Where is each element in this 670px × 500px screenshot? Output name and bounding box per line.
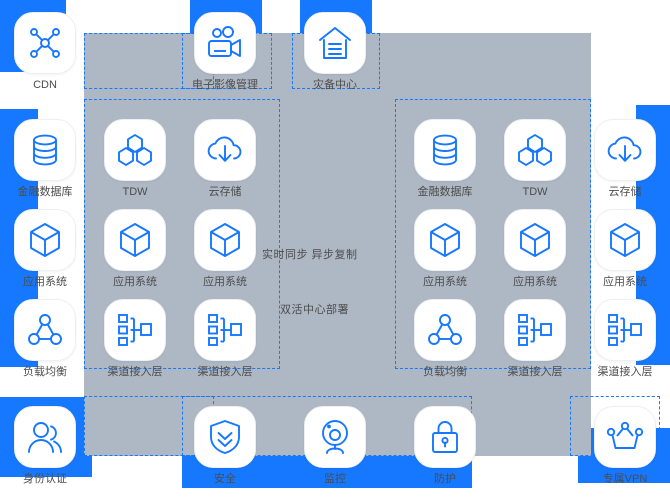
group-right-core [395,99,591,369]
database-icon[interactable] [414,119,476,181]
node-hexagon-cluster[interactable]: TDW [504,119,566,199]
node-label: 应用系统 [603,276,647,288]
tree-nodes-icon[interactable] [194,299,256,361]
cube-icon[interactable] [414,209,476,271]
node-shield[interactable]: 安全 [194,406,256,486]
cube-icon[interactable] [504,209,566,271]
node-label: 安全 [214,473,236,485]
database-icon[interactable] [14,119,76,181]
crown-icon[interactable] [594,406,656,468]
node-label: 金融数据库 [417,186,473,198]
node-label: 金融数据库 [17,186,73,198]
node-label: 电子影像管理 [192,79,258,91]
node-cube[interactable]: 应用系统 [14,209,76,289]
node-label: 应用系统 [113,276,157,288]
group-left-core [84,99,280,369]
monitor-icon[interactable] [304,406,366,468]
node-tree-nodes[interactable]: 渠道接入层 [504,299,566,379]
load-balance-icon[interactable] [14,299,76,361]
cloud-download-icon[interactable] [594,119,656,181]
center-caption-1: 双活中心部署 [280,304,349,316]
tree-nodes-icon[interactable] [594,299,656,361]
node-label: 负载均衡 [423,366,467,378]
node-label: 渠道接入层 [107,366,163,378]
node-tree-nodes[interactable]: 渠道接入层 [594,299,656,379]
warehouse-icon[interactable] [304,12,366,74]
node-cube[interactable]: 应用系统 [104,209,166,289]
node-tree-nodes[interactable]: 渠道接入层 [194,299,256,379]
cube-icon[interactable] [194,209,256,271]
node-label: 云存储 [608,186,642,198]
node-label: TDW [522,186,548,198]
cube-icon[interactable] [14,209,76,271]
node-database[interactable]: 金融数据库 [414,119,476,199]
node-crown[interactable]: 专属VPN [594,406,656,486]
cdn-icon[interactable] [14,12,76,74]
node-label: 渠道接入层 [597,366,653,378]
node-label: 应用系统 [203,276,247,288]
hexagon-cluster-icon[interactable] [504,119,566,181]
node-hexagon-cluster[interactable]: TDW [104,119,166,199]
node-cube[interactable]: 应用系统 [594,209,656,289]
node-load-balance[interactable]: 负载均衡 [14,299,76,379]
node-lock[interactable]: 防护 [414,406,476,486]
node-label: 负载均衡 [23,366,67,378]
node-label: 专属VPN [602,473,648,485]
lock-icon[interactable] [414,406,476,468]
node-users[interactable]: 身份认证 [14,406,76,486]
shield-icon[interactable] [194,406,256,468]
node-cdn[interactable]: CDN [14,12,76,92]
users-icon[interactable] [14,406,76,468]
node-cloud-download[interactable]: 云存储 [594,119,656,199]
node-warehouse[interactable]: 灾备中心 [304,12,366,92]
node-cube[interactable]: 应用系统 [194,209,256,289]
hexagon-cluster-icon[interactable] [104,119,166,181]
center-caption-0: 实时同步 异步复制 [262,249,358,261]
node-label: 渠道接入层 [507,366,563,378]
cube-icon[interactable] [104,209,166,271]
node-label: 监控 [324,473,346,485]
cube-icon[interactable] [594,209,656,271]
node-label: 云存储 [208,186,242,198]
video-camera-icon[interactable] [194,12,256,74]
node-tree-nodes[interactable]: 渠道接入层 [104,299,166,379]
node-label: CDN [33,79,57,91]
node-cloud-download[interactable]: 云存储 [194,119,256,199]
node-monitor[interactable]: 监控 [304,406,366,486]
node-database[interactable]: 金融数据库 [14,119,76,199]
node-video-camera[interactable]: 电子影像管理 [192,12,258,92]
node-label: 应用系统 [423,276,467,288]
tree-nodes-icon[interactable] [504,299,566,361]
node-label: 应用系统 [23,276,67,288]
node-label: 应用系统 [513,276,557,288]
node-cube[interactable]: 应用系统 [504,209,566,289]
node-label: TDW [122,186,148,198]
tree-nodes-icon[interactable] [104,299,166,361]
node-label: 灾备中心 [313,79,357,91]
node-load-balance[interactable]: 负载均衡 [414,299,476,379]
cloud-download-icon[interactable] [194,119,256,181]
node-label: 身份认证 [23,473,67,485]
node-label: 防护 [434,473,456,485]
load-balance-icon[interactable] [414,299,476,361]
node-label: 渠道接入层 [197,366,253,378]
node-cube[interactable]: 应用系统 [414,209,476,289]
